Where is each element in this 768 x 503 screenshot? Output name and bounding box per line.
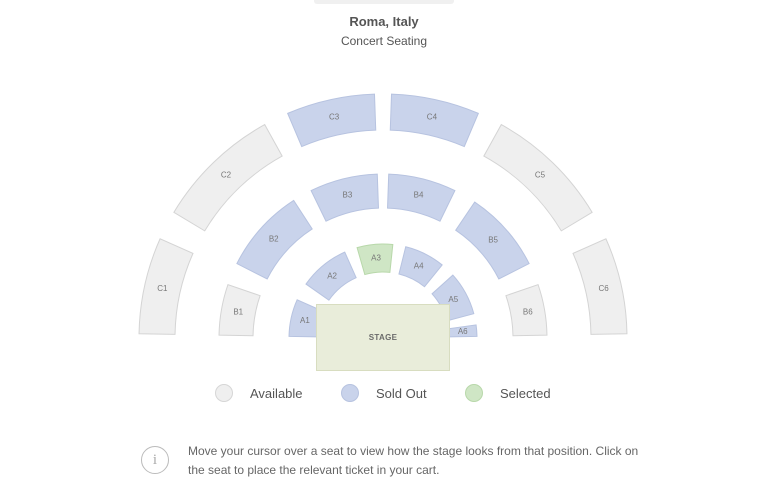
seat-section-c4[interactable] xyxy=(389,93,479,148)
selected-swatch xyxy=(465,384,483,402)
venue-subtitle: Concert Seating xyxy=(340,34,428,48)
seat-section-c5[interactable] xyxy=(483,123,593,232)
legend-available-label: Available xyxy=(250,385,303,401)
seat-section-b2[interactable] xyxy=(236,199,313,280)
seat-section-a4[interactable] xyxy=(398,246,443,288)
legend-selected-label: Selected xyxy=(500,385,551,401)
top-edge-decoration xyxy=(314,0,454,4)
seat-section-c1[interactable] xyxy=(138,238,194,335)
seat-section-b4[interactable] xyxy=(387,173,456,222)
sold-out-swatch xyxy=(341,384,359,402)
seat-section-b3[interactable] xyxy=(310,173,379,222)
stage: STAGE xyxy=(316,304,450,371)
legend-selected: Selected xyxy=(465,384,551,402)
legend-sold-out-label: Sold Out xyxy=(376,385,427,401)
seat-section-a5[interactable] xyxy=(431,274,475,322)
seat-section-c6[interactable] xyxy=(572,238,628,335)
info-icon: i xyxy=(141,446,169,474)
seat-section-c2[interactable] xyxy=(173,123,283,232)
available-swatch xyxy=(215,384,233,402)
seat-section-a6[interactable] xyxy=(447,324,478,338)
seat-section-b5[interactable] xyxy=(455,201,530,280)
seat-section-a3[interactable] xyxy=(356,243,394,276)
stage-label: STAGE xyxy=(368,333,398,342)
legend-sold-out: Sold Out xyxy=(341,384,427,402)
legend-available: Available xyxy=(215,384,303,402)
seat-section-b6[interactable] xyxy=(505,283,548,337)
seat-section-a2[interactable] xyxy=(305,251,357,301)
seat-section-b1[interactable] xyxy=(218,283,261,337)
venue-title: Roma, Italy xyxy=(349,14,419,29)
legend: Available Sold Out Selected xyxy=(0,384,768,404)
seat-section-c3[interactable] xyxy=(287,93,377,148)
info-text: Move your cursor over a seat to view how… xyxy=(188,444,639,477)
